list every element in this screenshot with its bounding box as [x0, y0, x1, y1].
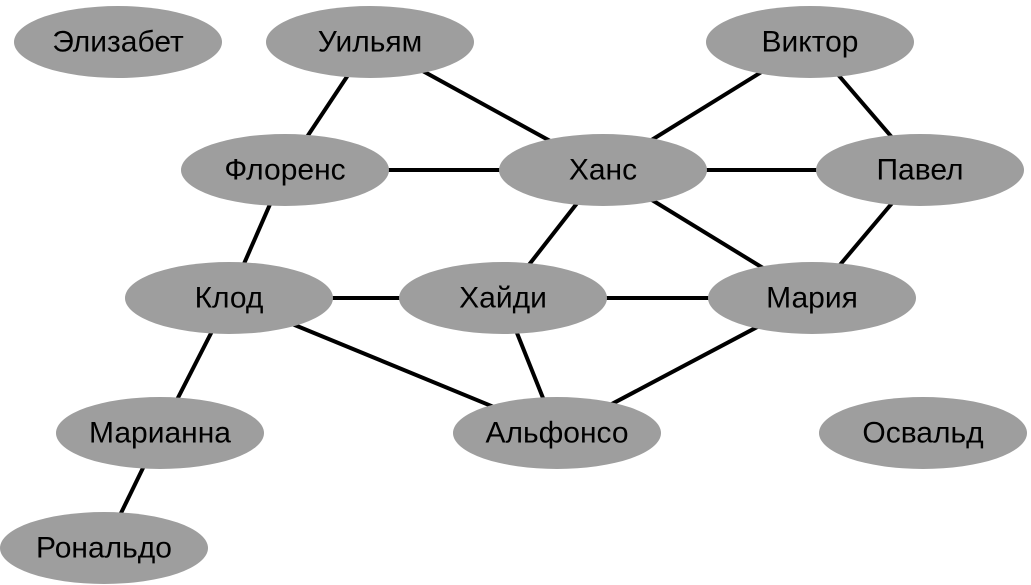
node-ellipse [0, 512, 208, 584]
node-label: Мария [766, 282, 858, 315]
node-label: Марианна [89, 417, 231, 450]
node-ellipse [453, 397, 661, 469]
node-label: Флоренс [224, 154, 345, 187]
node-label: Ханс [569, 154, 637, 187]
node-label: Альфонсо [485, 417, 628, 450]
node-ellipse [816, 134, 1024, 206]
node-klod: Клод [125, 262, 333, 334]
node-haidi: Хайди [399, 262, 607, 334]
node-mariya: Мария [708, 262, 916, 334]
node-ellipse [499, 134, 707, 206]
node-label: Виктор [761, 26, 858, 59]
node-ellipse [125, 262, 333, 334]
node-ellipse [14, 6, 222, 78]
node-label: Хайди [459, 282, 547, 315]
node-ellipse [706, 6, 914, 78]
node-ellipse [181, 134, 389, 206]
node-ellipse [266, 6, 474, 78]
node-label: Павел [876, 154, 963, 187]
node-label: Освальд [862, 417, 983, 450]
node-elizabet: Элизабет [14, 6, 222, 78]
node-ellipse [708, 262, 916, 334]
node-marianna: Марианна [56, 397, 264, 469]
node-alfonso: Альфонсо [453, 397, 661, 469]
node-hans: Ханс [499, 134, 707, 206]
node-label: Клод [195, 282, 264, 315]
node-label: Уильям [318, 26, 422, 59]
node-osvald: Освальд [819, 397, 1027, 469]
node-label: Рональдо [36, 532, 172, 565]
node-ronaldo: Рональдо [0, 512, 208, 584]
node-pavel: Павел [816, 134, 1024, 206]
node-label: Элизабет [52, 26, 184, 59]
node-florens: Флоренс [181, 134, 389, 206]
node-ellipse [819, 397, 1027, 469]
node-viktor: Виктор [706, 6, 914, 78]
node-uilyam: Уильям [266, 6, 474, 78]
node-ellipse [56, 397, 264, 469]
node-ellipse [399, 262, 607, 334]
